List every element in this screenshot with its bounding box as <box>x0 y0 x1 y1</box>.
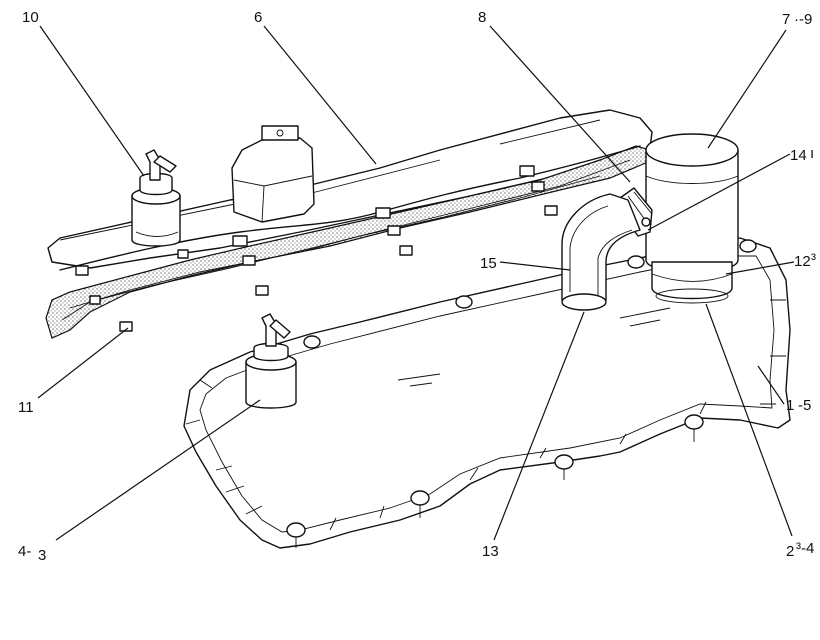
upper-valve-cover <box>45 109 653 339</box>
label-4: 4- <box>18 543 31 560</box>
label-10: 10 <box>22 9 39 26</box>
oil-filler-housing <box>231 125 315 223</box>
breather-valve-10 <box>131 149 181 247</box>
label-1: 1 <box>786 397 794 414</box>
label-11: 11 <box>18 399 34 416</box>
label-15: 15 <box>480 255 497 272</box>
breather-canister-7 <box>645 133 739 304</box>
leader-lines <box>37 25 795 541</box>
label-7: 7 <box>782 11 790 28</box>
label-4-suffix: 3 <box>38 547 46 564</box>
lower-cover-bolts <box>286 239 757 548</box>
label-8: 8 <box>478 9 486 26</box>
label-7-suffix: ·-9 <box>794 11 812 28</box>
label-13: 13 <box>482 543 499 560</box>
label-2-suffix: ³-4 <box>796 540 814 557</box>
cover-bolts <box>75 165 558 332</box>
label-12-suffix: ³ <box>811 251 816 268</box>
label-1-suffix: -5 <box>798 397 811 414</box>
hose-15 <box>561 193 641 311</box>
label-12: 12 <box>794 253 811 270</box>
label-2: 2 <box>786 543 794 560</box>
label-6: 6 <box>254 9 262 26</box>
part-labels: 10 6 8 7 ·-9 14 ı 15 12 ³ 11 1 -5 4- 3 1… <box>18 9 816 564</box>
label-14: 14 <box>790 147 807 164</box>
label-14-suffix: ı <box>810 145 814 162</box>
breather-valve-4 <box>245 313 297 409</box>
lower-valve-cover <box>183 237 791 549</box>
